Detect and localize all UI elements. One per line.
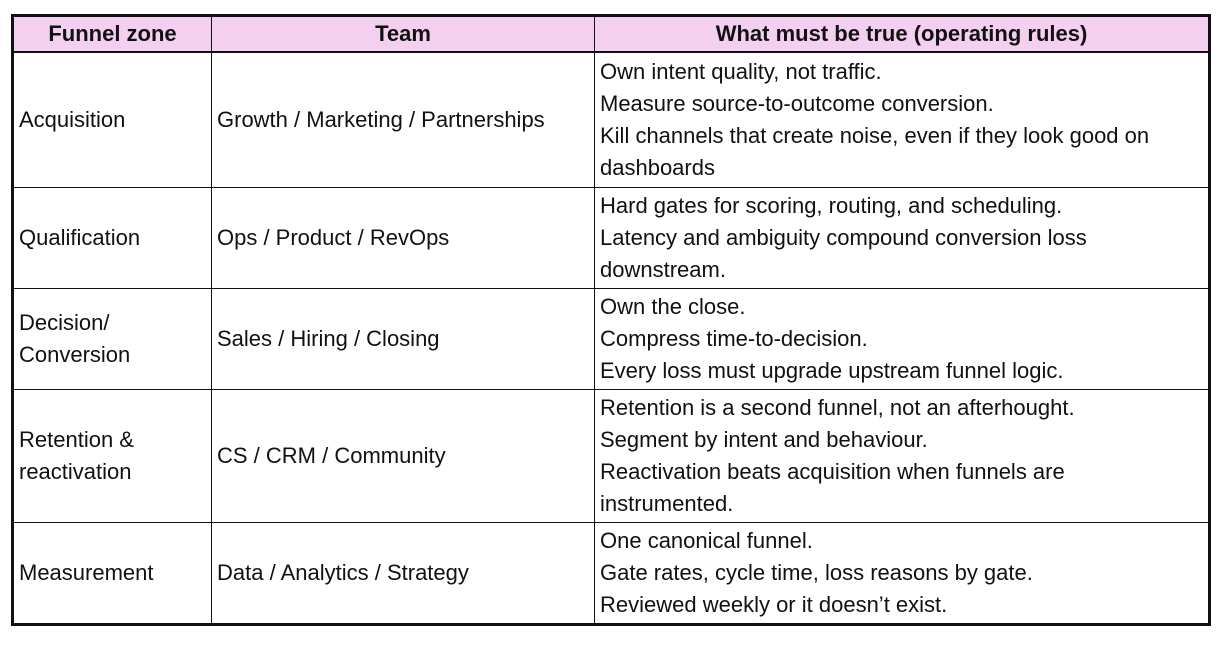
cell-zone: Measurement xyxy=(12,522,212,625)
cell-zone: Decision/ Conversion xyxy=(12,288,212,390)
rule-line: Reactivation beats acquisition when funn… xyxy=(600,459,1065,516)
funnel-operating-rules-table-wrapper: Funnel zone Team What must be true (oper… xyxy=(11,14,1211,626)
rule-line: Every loss must upgrade upstream funnel … xyxy=(600,358,1064,383)
cell-team: CS / CRM / Community xyxy=(211,389,595,523)
cell-rules: Own intent quality, not traffic. Measure… xyxy=(594,51,1210,188)
rule-line: Compress time-to-decision. xyxy=(600,326,868,351)
funnel-operating-rules-table: Funnel zone Team What must be true (oper… xyxy=(11,14,1211,626)
rule-line: Hard gates for scoring, routing, and sch… xyxy=(600,193,1063,218)
cell-rules: Hard gates for scoring, routing, and sch… xyxy=(594,187,1210,289)
header-team: Team xyxy=(211,15,595,53)
table-row-retention-reactivation: Retention & reactivation CS / CRM / Comm… xyxy=(12,389,1210,523)
cell-team: Ops / Product / RevOps xyxy=(211,187,595,289)
rule-line: Latency and ambiguity compound conversio… xyxy=(600,225,1087,282)
rule-line: Kill channels that create noise, even if… xyxy=(600,123,1150,180)
cell-zone: Retention & reactivation xyxy=(12,389,212,523)
table-row-decision-conversion: Decision/ Conversion Sales / Hiring / Cl… xyxy=(12,288,1210,390)
header-operating-rules: What must be true (operating rules) xyxy=(594,15,1210,53)
rule-line: Measure source-to-outcome conversion. xyxy=(600,91,994,116)
table-row-qualification: Qualification Ops / Product / RevOps Har… xyxy=(12,187,1210,289)
table-row-acquisition: Acquisition Growth / Marketing / Partner… xyxy=(12,51,1210,188)
cell-rules: Retention is a second funnel, not an aft… xyxy=(594,389,1210,523)
cell-team: Growth / Marketing / Partnerships xyxy=(211,51,595,188)
cell-rules: Own the close. Compress time-to-decision… xyxy=(594,288,1210,390)
rule-line: One canonical funnel. xyxy=(600,528,813,553)
rule-line: Gate rates, cycle time, loss reasons by … xyxy=(600,560,1033,585)
table-row-measurement: Measurement Data / Analytics / Strategy … xyxy=(12,522,1210,625)
cell-team: Data / Analytics / Strategy xyxy=(211,522,595,625)
rule-line: Own the close. xyxy=(600,294,746,319)
cell-team: Sales / Hiring / Closing xyxy=(211,288,595,390)
header-funnel-zone: Funnel zone xyxy=(12,15,212,53)
rule-line: Own intent quality, not traffic. xyxy=(600,59,882,84)
rule-line: Reviewed weekly or it doesn’t exist. xyxy=(600,592,948,617)
cell-rules: One canonical funnel. Gate rates, cycle … xyxy=(594,522,1210,625)
rule-line: Segment by intent and behaviour. xyxy=(600,427,928,452)
table-header-row: Funnel zone Team What must be true (oper… xyxy=(12,15,1210,53)
cell-zone: Qualification xyxy=(12,187,212,289)
rule-line: Retention is a second funnel, not an aft… xyxy=(600,395,1075,420)
cell-zone: Acquisition xyxy=(12,51,212,188)
